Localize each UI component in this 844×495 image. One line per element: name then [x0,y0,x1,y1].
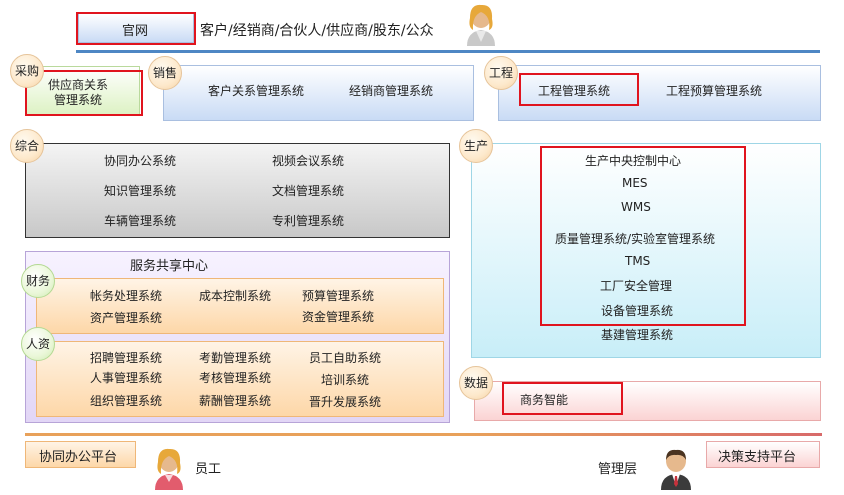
website-label: 官网 [122,24,149,39]
tms-system[interactable]: TMS [625,254,651,268]
recruitment-system[interactable]: 招聘管理系统 [90,351,163,365]
vehicle-management-system[interactable]: 车辆管理系统 [104,214,177,228]
engineering-management-system[interactable]: 工程管理系统 [538,84,611,98]
data-circle: 数据 [459,366,493,400]
engineering-circle: 工程 [484,56,518,90]
video-conference-system[interactable]: 视频会议系统 [272,154,345,168]
employee-person-icon [155,448,183,490]
manager-person-icon [661,449,691,490]
factory-safety-system[interactable]: 工厂安全管理 [600,279,673,293]
sales-circle: 销售 [148,56,182,90]
document-management-system[interactable]: 文档管理系统 [272,184,345,198]
training-system[interactable]: 培训系统 [321,373,370,387]
dealer-management-system[interactable]: 经销商管理系统 [349,84,434,98]
management-label: 管理层 [598,462,638,477]
collab-platform-label: 协同办公平台 [39,450,118,465]
top-divider-line [76,50,820,53]
employee-self-service[interactable]: 员工自助系统 [309,351,382,365]
mes-system[interactable]: MES [622,176,648,190]
attendance-system[interactable]: 考勤管理系统 [199,351,272,365]
general-box[interactable] [25,143,450,238]
central-control-center[interactable]: 生产中央控制中心 [585,154,682,168]
knowledge-management-system[interactable]: 知识管理系统 [104,184,177,198]
promotion-development-system[interactable]: 晋升发展系统 [309,395,382,409]
quality-lab-system[interactable]: 质量管理系统/实验室管理系统 [555,232,716,246]
bi-highlight [502,382,623,415]
accounting-system[interactable]: 帐务处理系统 [90,289,163,303]
production-highlight [540,146,746,326]
assessment-management-system[interactable]: 考核管理系统 [199,371,272,385]
payroll-management-system[interactable]: 薪酬管理系统 [199,394,272,408]
organization-management-system[interactable]: 组织管理系统 [90,394,163,408]
collab-office-system[interactable]: 协同办公系统 [104,154,177,168]
general-circle: 综合 [10,129,44,163]
cost-control-system[interactable]: 成本控制系统 [199,289,272,303]
bottom-divider-line [25,433,822,436]
hr-box[interactable] [36,341,444,417]
procurement-circle: 采购 [10,54,44,88]
sales-box[interactable] [163,65,474,121]
finance-box[interactable] [36,278,444,334]
patent-management-system[interactable]: 专利管理系统 [272,214,345,228]
audience-text: 客户/经销商/合伙人/供应商/股东/公众 [200,23,434,39]
shared-services-title: 服务共享中心 [130,259,209,274]
fund-management-system[interactable]: 资金管理系统 [302,310,375,324]
data-box[interactable] [474,381,821,421]
supplier-relationship-system[interactable]: 供应商关系 管理系统 [48,78,109,107]
public-person-icon [467,4,495,46]
budget-management-system[interactable]: 预算管理系统 [302,289,375,303]
equipment-management-system[interactable]: 设备管理系统 [601,304,674,318]
website-highlight [76,12,196,45]
production-box[interactable] [471,143,821,358]
production-circle: 生产 [459,129,493,163]
wms-system[interactable]: WMS [621,200,651,214]
crm-system[interactable]: 客户关系管理系统 [208,84,305,98]
asset-management-system[interactable]: 资产管理系统 [90,311,163,325]
employee-label: 员工 [195,462,222,477]
engineering-highlight [519,73,639,106]
procurement-highlight [25,70,143,116]
collab-platform-button[interactable] [25,441,136,468]
engineering-budget-system[interactable]: 工程预算管理系统 [666,84,763,98]
infrastructure-management-system[interactable]: 基建管理系统 [601,328,674,342]
business-intelligence[interactable]: 商务智能 [520,393,569,407]
finance-circle: 财务 [21,264,55,298]
decision-platform-label: 决策支持平台 [718,450,797,465]
decision-platform-button[interactable] [706,441,820,468]
hr-circle: 人资 [21,327,55,361]
personnel-management-system[interactable]: 人事管理系统 [90,371,163,385]
